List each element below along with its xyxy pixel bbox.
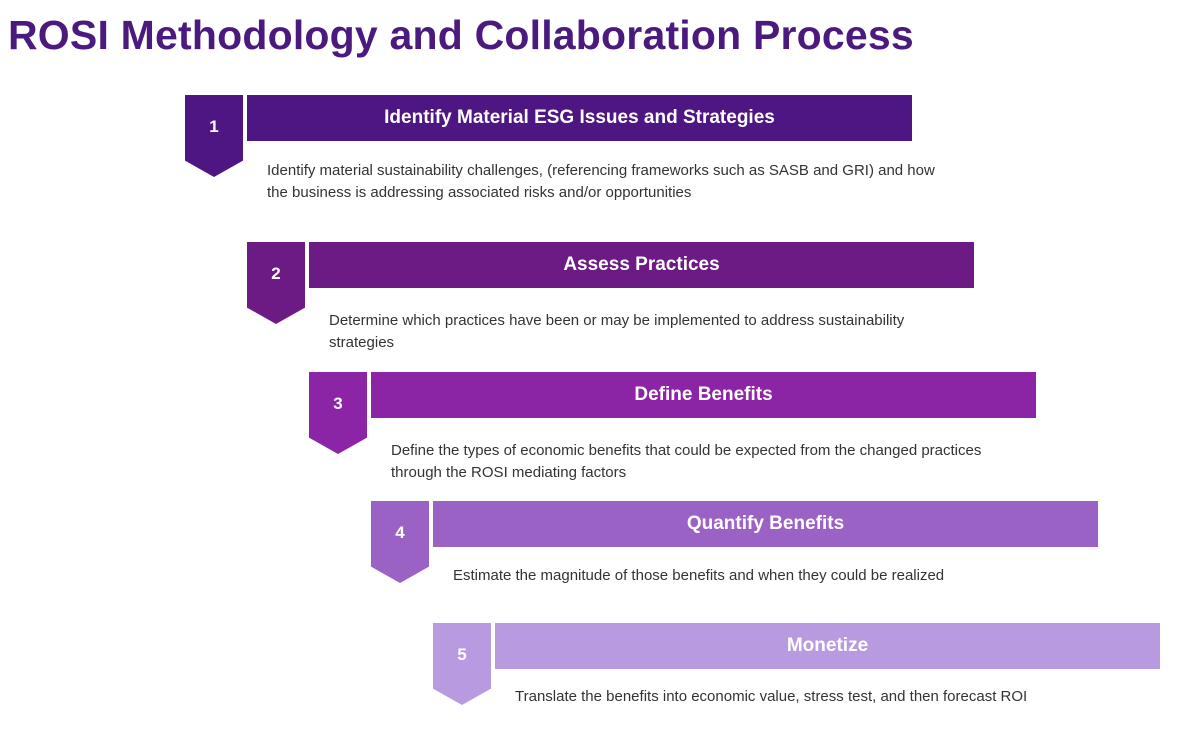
step-heading: Define Benefits bbox=[634, 384, 773, 405]
step-number-chevron: 1 bbox=[185, 95, 243, 177]
page-title: ROSI Methodology and Collaboration Proce… bbox=[8, 12, 914, 58]
step-heading: Monetize bbox=[786, 635, 869, 656]
step-number: 5 bbox=[457, 645, 467, 664]
step-heading: Quantify Benefits bbox=[686, 513, 845, 534]
step-description: Determine which practices have been or m… bbox=[329, 312, 905, 351]
step-description: Estimate the magnitude of those benefits… bbox=[453, 567, 945, 584]
step-heading-bar: Monetize bbox=[495, 623, 1160, 669]
step-number: 3 bbox=[333, 394, 343, 413]
step-number: 2 bbox=[271, 264, 281, 283]
step-number: 4 bbox=[395, 523, 405, 542]
step-heading-bar: Define Benefits bbox=[371, 372, 1036, 418]
step-number: 1 bbox=[209, 117, 219, 136]
step-description: Identify material sustainability challen… bbox=[267, 162, 935, 201]
step-heading: Assess Practices bbox=[563, 254, 720, 275]
step-number-chevron: 2 bbox=[247, 242, 305, 324]
step-description: Define the types of economic benefits th… bbox=[391, 442, 982, 481]
step-number-chevron: 5 bbox=[433, 623, 491, 705]
step-number-chevron: 4 bbox=[371, 501, 429, 583]
step-heading-bar: Assess Practices bbox=[309, 242, 974, 288]
step-heading-bar: Identify Material ESG Issues and Strateg… bbox=[247, 95, 912, 141]
step-heading-bar: Quantify Benefits bbox=[433, 501, 1098, 547]
step-number-chevron: 3 bbox=[309, 372, 367, 454]
step-description: Translate the benefits into economic val… bbox=[515, 688, 1028, 705]
step-heading: Identify Material ESG Issues and Strateg… bbox=[384, 107, 775, 128]
